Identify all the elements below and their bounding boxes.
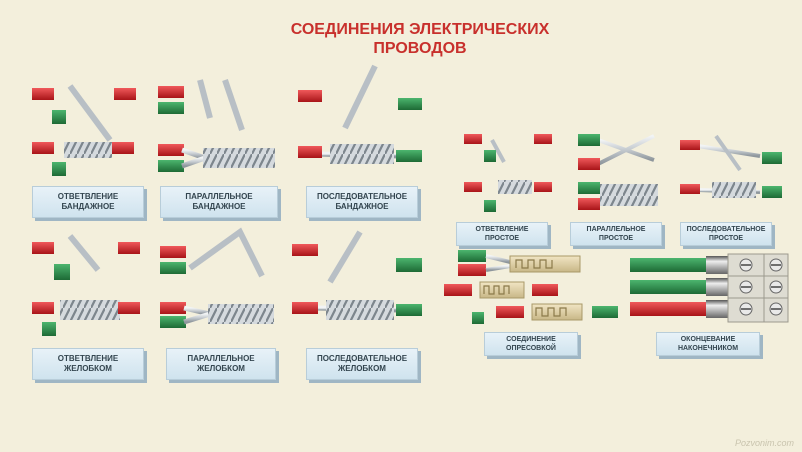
lug-termination-illustration: [630, 253, 789, 323]
parallel-groove-illustration: [160, 227, 274, 328]
series-groove-illustration: [292, 230, 422, 320]
branch-simple-illustration: [464, 134, 552, 212]
parallel-simple-illustration: [578, 134, 658, 210]
series-bandage-illustration: [298, 64, 422, 164]
parallel-bandage-illustration: [158, 79, 275, 172]
watermark: Pozvonim.com: [734, 438, 794, 448]
crimp-joint-illustration: [444, 250, 618, 324]
title-line-1: СОЕДИНЕНИЯ ЭЛЕКТРИЧЕСКИХ: [290, 21, 550, 38]
page-title: СОЕДИНЕНИЯ ЭЛЕКТРИЧЕСКИХ ПРОВОДОВ: [250, 20, 590, 58]
branch-bandage-illustration: [32, 84, 136, 176]
series-simple-illustration: [680, 134, 782, 198]
title-line-2: ПРОВОДОВ: [373, 40, 467, 57]
branch-groove-illustration: [32, 232, 140, 336]
